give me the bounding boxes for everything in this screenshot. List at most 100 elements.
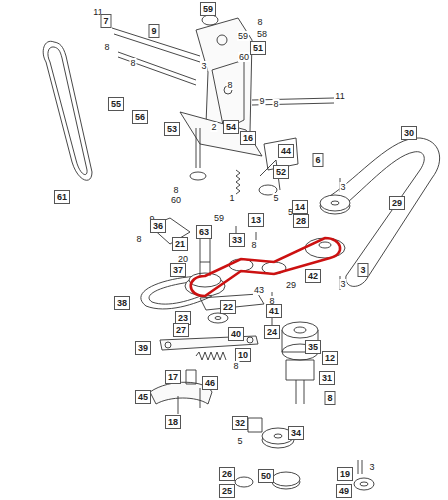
callout-number: 36 [150, 219, 166, 233]
callout-number: 26 [219, 467, 235, 481]
callout-number: 8 [226, 80, 233, 90]
callout-number: 17 [165, 370, 181, 384]
callout-number: 30 [401, 126, 417, 140]
callout-number: 11 [334, 91, 345, 101]
callout-number: 49 [336, 484, 352, 498]
callout-number: 6 [312, 153, 323, 167]
spacer [200, 238, 210, 262]
washer [208, 313, 228, 323]
callout-number: 1 [228, 193, 235, 203]
bolt [178, 388, 200, 414]
pulley [272, 472, 300, 486]
callout-number: 14 [292, 200, 308, 214]
callout-number: 54 [223, 120, 239, 134]
callout-number: 60 [170, 195, 182, 205]
callout-number: 35 [305, 340, 321, 354]
callout-number: 56 [132, 110, 148, 124]
hub [274, 434, 282, 438]
callout-number: 38 [114, 296, 130, 310]
bearing [190, 172, 206, 180]
spring [196, 352, 226, 360]
callout-number: 8 [129, 58, 136, 68]
callout-number: 59 [237, 31, 249, 41]
callout-number: 8 [256, 17, 263, 27]
callout-number: 45 [135, 390, 151, 404]
bolt [358, 460, 362, 474]
callout-number: 51 [250, 41, 266, 55]
bearing [354, 478, 374, 490]
belt [48, 47, 87, 175]
callout-number: 22 [220, 300, 236, 314]
callout-number: 19 [337, 467, 353, 481]
callout-number: 8 [232, 361, 239, 371]
callout-number: 58 [256, 29, 268, 39]
callout-number: 41 [266, 304, 282, 318]
callout-number: 53 [164, 122, 180, 136]
callout-number: 8 [272, 99, 279, 109]
arm-hole [165, 342, 171, 348]
callout-number: 28 [293, 214, 309, 228]
spring [236, 170, 240, 194]
bearing-hole [360, 482, 368, 486]
callout-number: 59 [200, 2, 216, 16]
callout-number: 3 [339, 182, 346, 192]
callout-number: 39 [135, 341, 151, 355]
callout-number: 21 [172, 237, 188, 251]
callout-number: 3 [200, 61, 207, 71]
callout-number: 40 [228, 327, 244, 341]
bushing [217, 35, 227, 45]
clutch-top [282, 322, 318, 338]
spacer [248, 418, 262, 432]
callout-number: 42 [305, 269, 321, 283]
callout-number: 50 [258, 469, 274, 483]
callout-number: 18 [165, 415, 181, 429]
callout-number: 8 [103, 42, 110, 52]
callout-number: 9 [148, 24, 159, 38]
callout-number: 2 [210, 122, 217, 132]
callout-number: 9 [258, 96, 265, 106]
washer [235, 477, 253, 487]
callout-number: 33 [229, 233, 245, 247]
callout-number: 10 [235, 348, 251, 362]
callout-number: 5 [236, 436, 243, 446]
callout-number: 7 [100, 14, 111, 28]
bearing [202, 15, 218, 25]
housing [286, 360, 314, 380]
callout-number: 55 [108, 97, 124, 111]
callout-number: 44 [278, 144, 294, 158]
callout-number: 8 [172, 185, 179, 195]
belt [43, 41, 92, 180]
callout-number: 37 [170, 263, 186, 277]
callout-number: 24 [264, 325, 280, 339]
callout-number: 63 [196, 225, 212, 239]
pulley [320, 195, 350, 211]
callout-number: 13 [248, 213, 264, 227]
callout-number: 25 [219, 484, 235, 498]
callout-number: 32 [232, 416, 248, 430]
callout-number: 34 [288, 426, 304, 440]
callout-number: 8 [324, 391, 335, 405]
callout-number: 8 [135, 234, 142, 244]
washer-hole [215, 317, 221, 320]
shaft [296, 380, 304, 404]
callout-number: 60 [238, 52, 250, 62]
drive-belt [191, 238, 340, 296]
bolt [196, 128, 200, 168]
bushing [186, 370, 196, 384]
callout-number: 29 [285, 280, 297, 290]
arm-hole [247, 337, 253, 343]
callout-number: 61 [54, 190, 70, 204]
hub [319, 242, 331, 248]
callout-number: 3 [368, 462, 375, 472]
callout-number: 52 [273, 165, 289, 179]
callout-number: 27 [173, 323, 189, 337]
callout-number: 3 [357, 263, 368, 277]
callout-number: 16 [240, 131, 256, 145]
callout-number: 31 [319, 371, 335, 385]
hub [294, 327, 306, 333]
callout-number: 12 [322, 351, 338, 365]
callout-number: 8 [250, 240, 257, 250]
plate [180, 112, 262, 156]
